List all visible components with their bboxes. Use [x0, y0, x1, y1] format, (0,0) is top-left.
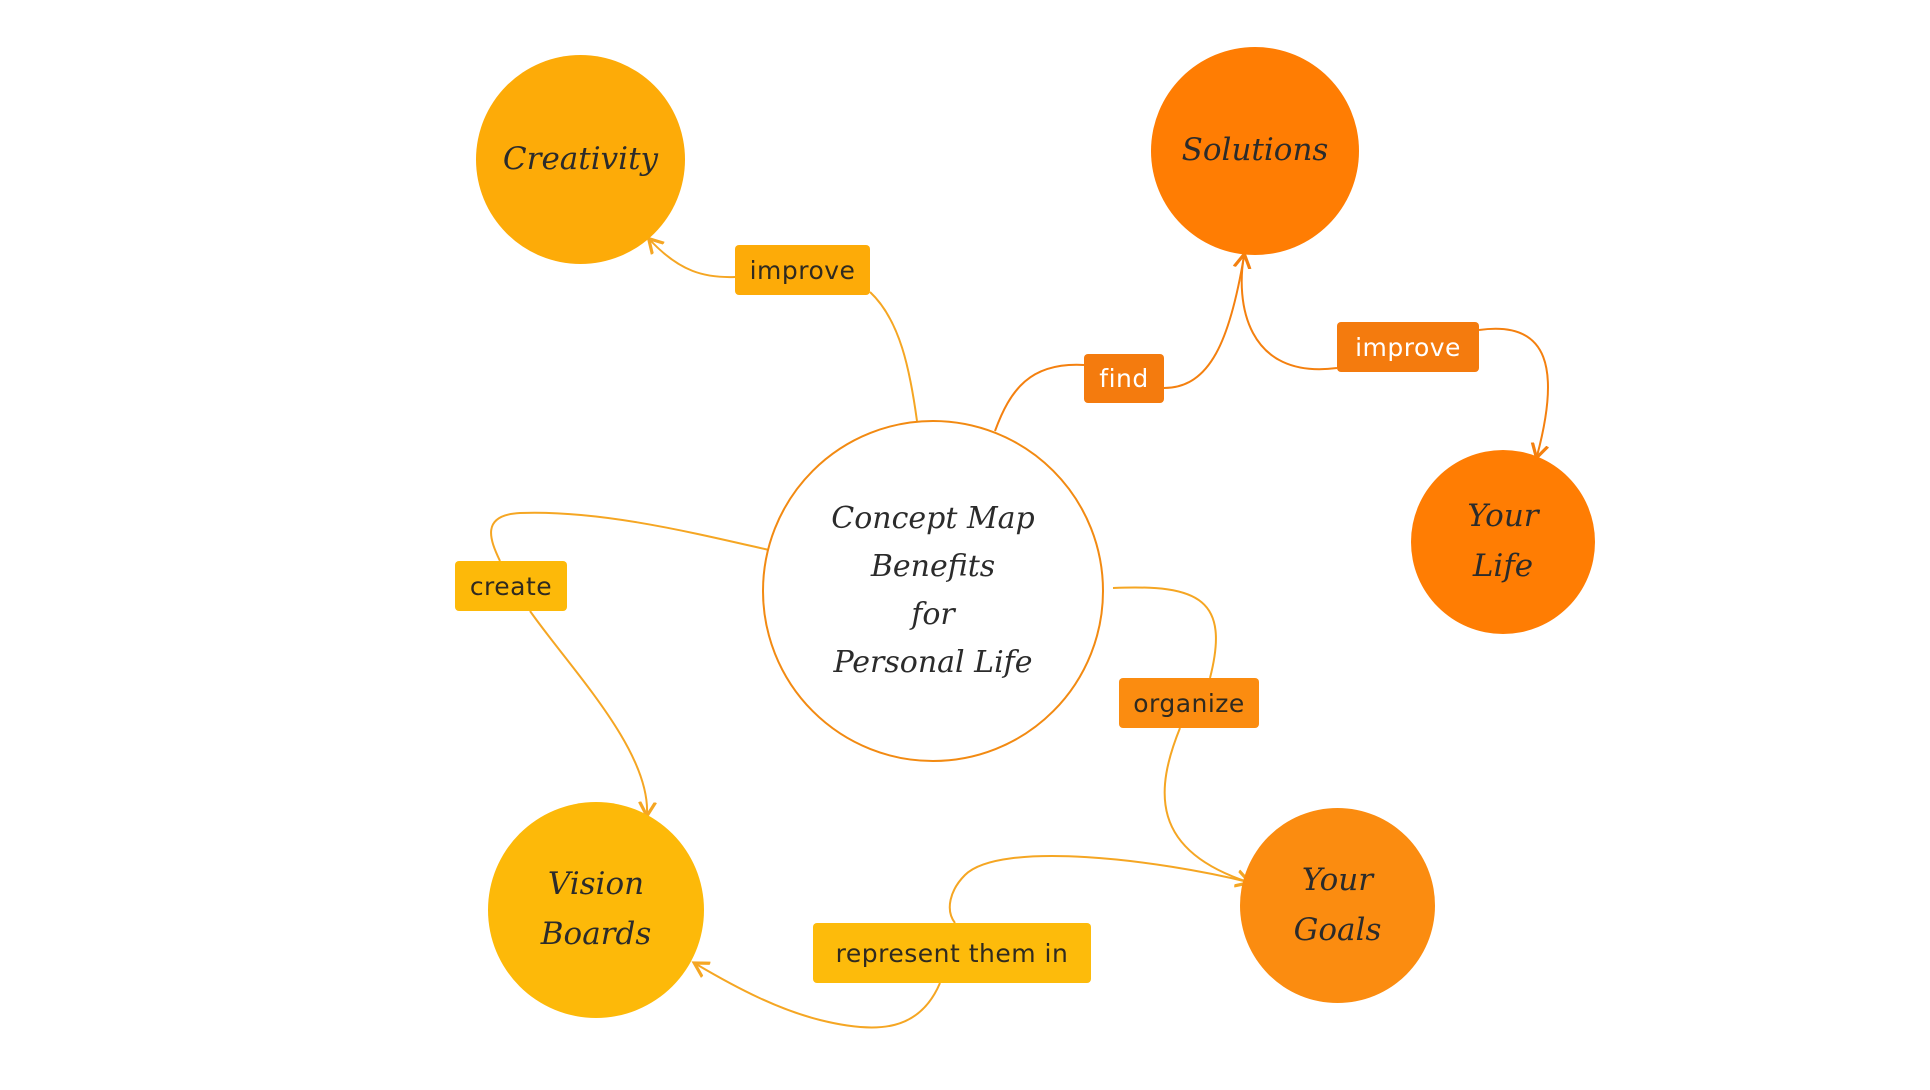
your-goals-label: Your Goals	[1293, 861, 1382, 948]
connector-center-create	[490, 511, 770, 562]
your-goals-node[interactable]: Your Goals	[1240, 808, 1435, 1003]
your-life-node[interactable]: Your Life	[1411, 450, 1595, 634]
connector-goals-represent	[948, 855, 1249, 924]
edge-label-represent-them-in[interactable]: represent them in	[813, 923, 1091, 983]
connector-center-organize	[1112, 586, 1217, 679]
solutions-node[interactable]: Solutions	[1151, 47, 1359, 255]
your-life-label: Your Life	[1467, 498, 1539, 584]
solutions-label: Solutions	[1181, 132, 1329, 169]
connector-create-vision	[529, 610, 647, 814]
connector-center-improve	[869, 291, 918, 422]
connector-improve-life	[1478, 327, 1548, 456]
edge-label-improve-life[interactable]: improve	[1337, 322, 1479, 372]
central-concept-label: Concept Map Benefits for Personal Life	[831, 501, 1035, 680]
vision-boards-label: Vision Boards	[540, 866, 652, 952]
central-concept-node[interactable]: Concept Map Benefits for Personal Life	[762, 420, 1104, 762]
creativity-label: Creativity	[502, 140, 659, 177]
edge-label-improve-creativity[interactable]: improve	[735, 245, 870, 295]
creativity-node[interactable]: Creativity	[476, 55, 685, 264]
connector-find-solutions	[1163, 256, 1244, 389]
vision-boards-node[interactable]: Vision Boards	[488, 802, 704, 1018]
connector-organize-goals	[1163, 727, 1248, 882]
connector-center-find	[994, 363, 1085, 432]
edge-label-organize[interactable]: organize	[1119, 678, 1259, 728]
edge-label-create[interactable]: create	[455, 561, 567, 611]
edge-label-find[interactable]: find	[1084, 354, 1164, 403]
connector-solutions-improve	[1240, 255, 1338, 371]
connector-improve-creativity	[650, 240, 736, 279]
connector-represent-vision	[696, 964, 941, 1029]
